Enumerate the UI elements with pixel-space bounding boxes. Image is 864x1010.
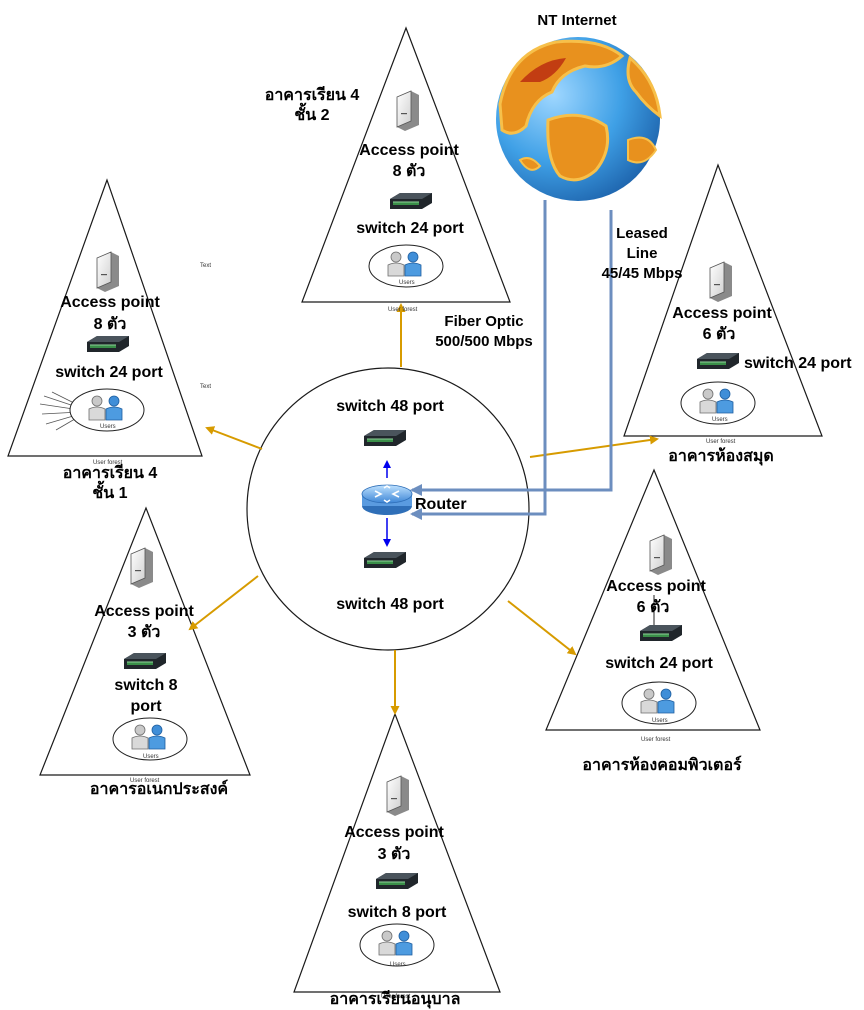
core-switch-top-icon [364, 430, 406, 446]
access-point-icon [130, 547, 154, 589]
access-point-count: 6 ตัว [637, 598, 670, 616]
switch-label: switch 24 port [744, 355, 852, 372]
switch-icon [124, 653, 166, 669]
building-top-triangle [301, 26, 511, 303]
access-point-icon [96, 251, 120, 293]
users-icon [359, 923, 435, 967]
building-name: อาคารเรียน 4 [63, 463, 158, 482]
core-switch-top-label: switch 48 port [336, 398, 444, 415]
core-switch-bottom-icon [364, 552, 406, 568]
leased-line-label-2: Line [627, 245, 658, 262]
building-name: อาคารห้องสมุด [668, 447, 774, 466]
building-kindergarten-triangle [293, 712, 501, 993]
user-forest-caption: User forest [388, 307, 418, 313]
leased-line-speed: 45/45 Mbps [602, 265, 683, 282]
users-label: Users [143, 754, 159, 760]
access-point-icon [709, 261, 733, 303]
building-library-triangle [623, 163, 823, 437]
user-forest-caption: User forest [381, 994, 411, 1000]
switch-icon [390, 193, 432, 209]
fiber-optic-link [410, 200, 547, 520]
access-point-label: Access point [672, 305, 772, 322]
building-name: อาคารเรียนอนุบาล [330, 989, 461, 1009]
access-point-icon [649, 534, 673, 576]
link-to-multipurpose [188, 575, 259, 631]
switch-label: switch 24 port [55, 364, 163, 381]
building-floor: ชั้น 1 [92, 480, 127, 502]
building-multipurpose-triangle [39, 506, 251, 776]
switch-icon [697, 353, 739, 369]
building-floor: ชั้น 2 [294, 102, 329, 124]
users-label: Users [399, 280, 415, 286]
fiber-optic-speed: 500/500 Mbps [435, 333, 533, 350]
link-to-computer [507, 600, 577, 656]
internet-label: NT Internet [537, 12, 616, 29]
switch-label: switch 24 port [356, 220, 464, 237]
user-forest-caption: User forest [641, 737, 671, 743]
building-left-triangle [7, 178, 203, 457]
link-to-left [205, 426, 263, 450]
router-label: Router [415, 496, 467, 513]
switch-label: switch 8 [114, 677, 177, 694]
access-point-label: Access point [94, 603, 194, 620]
switch-icon [376, 873, 418, 889]
building-name: อาคารห้องคอมพิวเตอร์ [582, 755, 742, 774]
users-label: Users [652, 718, 668, 724]
fiber-optic-label: Fiber Optic [444, 313, 523, 330]
user-forest-caption: User forest [706, 439, 736, 445]
core-switch-bottom-label: switch 48 port [336, 596, 444, 613]
access-point-count: 3 ตัว [378, 845, 411, 863]
switch-icon [640, 625, 682, 641]
leased-line-label: Leased [616, 225, 668, 242]
user-forest-caption: User forest [93, 460, 123, 466]
text-placeholder: Text [200, 263, 211, 269]
access-point-count: 3 ตัว [128, 623, 161, 641]
users-label: Users [390, 962, 406, 968]
access-point-count: 8 ตัว [393, 162, 426, 180]
access-point-icon [396, 90, 420, 132]
building-name: อาคารอเนกประสงค์ [90, 779, 228, 798]
access-point-count: 6 ตัว [703, 325, 736, 343]
access-point-label: Access point [60, 294, 160, 311]
switch-icon [87, 336, 129, 352]
access-point-count: 8 ตัว [94, 315, 127, 333]
access-point-label: Access point [344, 824, 444, 841]
text-placeholder: Text [200, 384, 211, 390]
switch-label-2: port [130, 698, 162, 715]
users-label: Users [100, 424, 116, 430]
link-to-library [529, 435, 659, 458]
access-point-label: Access point [359, 142, 459, 159]
users-label: Users [712, 417, 728, 423]
switch-label: switch 8 port [348, 904, 447, 921]
access-point-icon [386, 775, 410, 817]
switch-label: switch 24 port [605, 655, 713, 672]
building-name: อาคารเรียน 4 [265, 85, 360, 104]
access-point-label: Access point [606, 578, 706, 595]
user-forest-caption: User forest [130, 778, 160, 784]
router-icon [361, 484, 413, 515]
building-computer-triangle [545, 468, 761, 731]
leased-line-link [410, 210, 613, 496]
internet-globe-icon [496, 37, 662, 201]
